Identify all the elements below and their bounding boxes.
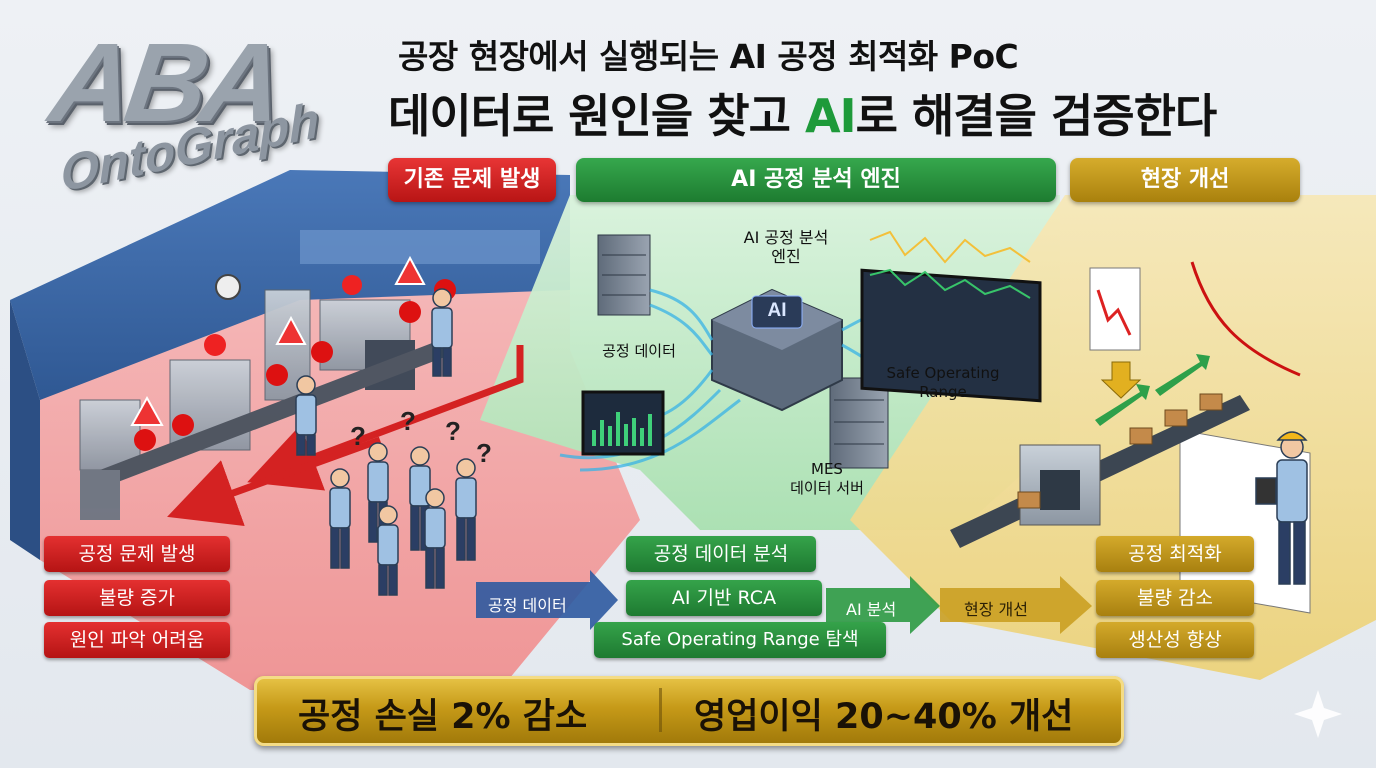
flow-step-ai-analysis: AI 분석 [846,600,897,619]
svg-text:?: ? [400,406,416,436]
engine-label-data-analysis: 공정 데이터 분석 [626,536,816,572]
result-banner: 공정 손실 2% 감소 영업이익 20~40% 개선 [254,676,1124,746]
svg-text:?: ? [476,438,492,468]
zone-header-improve: 현장 개선 [1070,158,1300,202]
ai-chip-icon: AI [767,300,787,321]
problem-label-root-cause: 원인 파악 어려움 [44,622,230,658]
svg-text:?: ? [445,416,461,446]
result-label-optimization: 공정 최적화 [1096,536,1254,572]
headline-line2-pre: 데이터로 원인을 찾고 [388,89,805,143]
headline-line2-highlight: AI [804,89,857,143]
engine-process-data-label: 공정 데이터 [602,342,676,360]
headline-line1: 공장 현장에서 실행되는 AI 공정 최적화 PoC [398,37,1019,76]
problem-label-defects: 불량 증가 [44,580,230,616]
banner-loss-reduction: 공정 손실 2% 감소 [298,697,588,737]
banner-divider [659,688,662,732]
flow-step-improvement: 현장 개선 [964,600,1028,619]
zone-header-problem: 기존 문제 발생 [388,158,556,202]
engine-mes-label: MES 데이터 서버 [790,460,864,497]
svg-text:?: ? [350,421,366,451]
flow-step-process-data: 공정 데이터 [488,596,567,615]
result-label-defect-reduction: 불량 감소 [1096,580,1254,616]
engine-label-rca: AI 기반 RCA [626,580,822,616]
engine-safe-range-label: Safe Operating Range [886,364,1000,401]
zone-header-engine: AI 공정 분석 엔진 [576,158,1056,202]
headline-line2: 데이터로 원인을 찾고 AI로 해결을 검증한다 [388,80,1218,146]
problem-label-occurrence: 공정 문제 발생 [44,536,230,572]
banner-profit-improvement: 영업이익 20~40% 개선 [694,697,1074,737]
engine-label-safe-range: Safe Operating Range 탐색 [594,622,886,658]
result-label-productivity: 생산성 향상 [1096,622,1254,658]
engine-center-label: AI 공정 분석 엔진 [743,228,829,266]
headline-line2-post: 로 해결을 검증한다 [855,89,1218,143]
